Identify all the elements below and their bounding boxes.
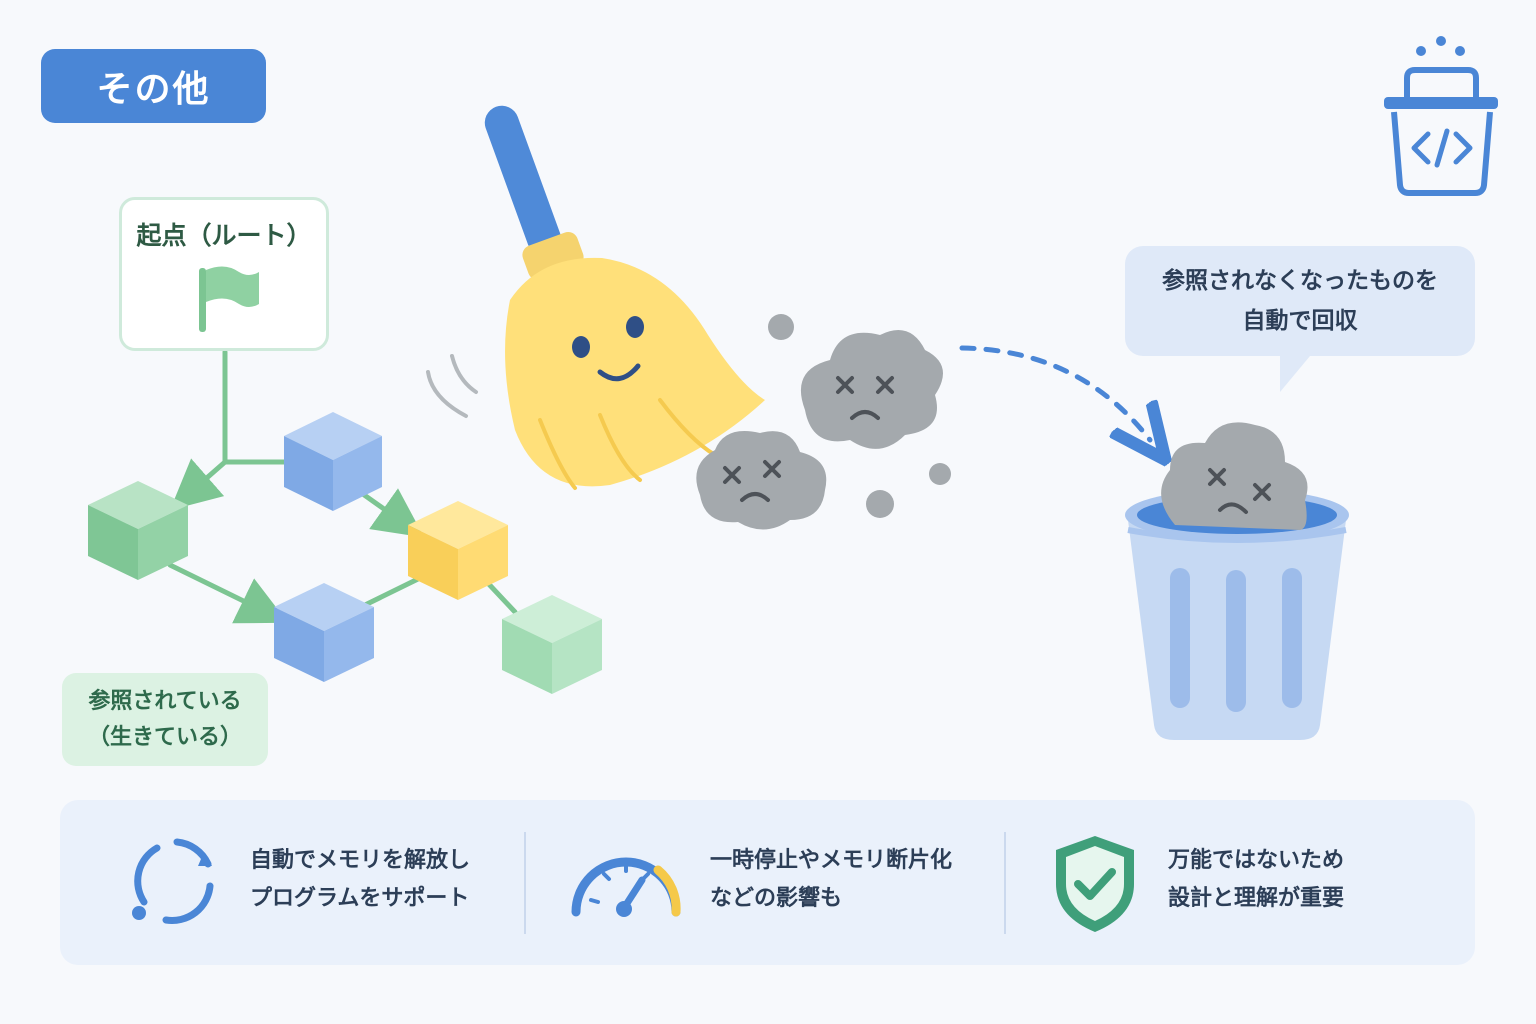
speech-bubble: 参照されなくなったものを 自動で回収 [1125,246,1475,356]
category-label: その他 [96,69,211,110]
trash-garbage-cloud [1161,422,1308,530]
alive-label: 参照されている （生きている） [62,673,268,766]
refresh-cycle-icon [132,838,214,924]
alive-label-line1: 参照されている [88,688,242,714]
speech-bubble-line2: 自動で回収 [1242,308,1358,334]
info-auto-release-line1: 自動でメモリを解放し [250,848,471,873]
dust-cloud-upper [800,330,943,449]
speech-bubble-tail [1280,350,1315,392]
category-badge: その他 [41,49,266,123]
info-pause-line2: などの影響も [710,886,843,911]
cube-blue-bottom [274,583,374,682]
info-auto-release-line2: プログラムをサポート [250,886,470,911]
code-bin-icon [1384,36,1498,196]
cube-green-left [88,481,188,580]
dashed-arrow [959,345,1150,440]
cube-yellow [408,501,508,600]
info-divider [1004,832,1006,934]
info-item-design-understanding: 万能ではないため 設計と理解が重要 [1006,800,1475,965]
info-item-auto-release: 自動でメモリを解放し プログラムをサポート [60,800,525,965]
reference-edges [167,349,518,624]
cube-blue-top [284,412,382,511]
flag-icon [199,266,259,332]
info-panel: 自動でメモリを解放し プログラムをサポート 一時停止やメモリ断片化 などの影響も… [60,800,1475,965]
shield-check-icon [1056,836,1134,932]
info-pause-line1: 一時停止やメモリ断片化 [710,848,953,873]
motion-lines [426,354,478,418]
info-item-pause-fragmentation: 一時停止やメモリ断片化 などの影響も [526,800,1004,965]
info-design-line1: 万能ではないため [1168,848,1345,873]
dust-particles [768,314,951,518]
trash-can [1125,422,1349,740]
root-node-label: 起点（ルート） [136,221,312,250]
cube-green-right [502,595,602,694]
speedometer-icon [571,857,681,917]
root-node: 起点（ルート） [119,197,329,351]
speech-bubble-line1: 参照されなくなったものを [1162,268,1438,294]
broom-character [484,105,765,490]
gc-illustration [88,36,1498,740]
alive-label-line2: （生きている） [87,724,242,750]
info-divider [524,832,526,934]
dust-cloud-lower [696,431,827,530]
info-design-line2: 設計と理解が重要 [1168,886,1345,911]
